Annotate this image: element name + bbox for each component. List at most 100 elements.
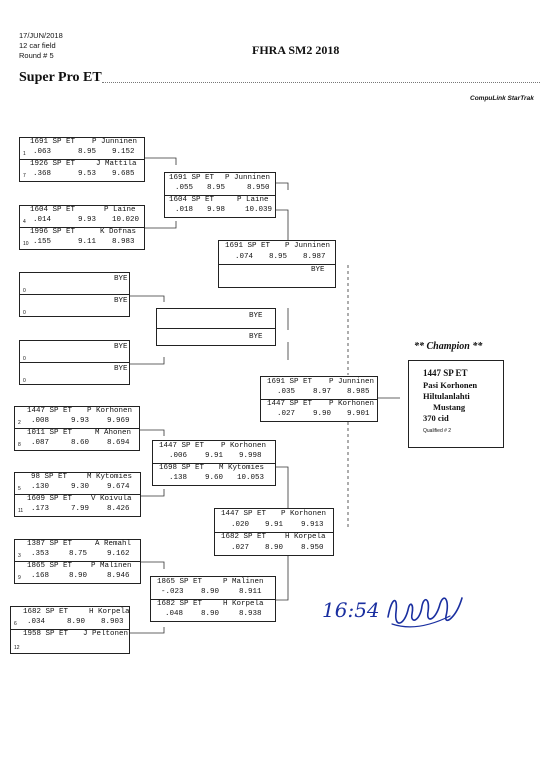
elapsed-time: 8.75 — [69, 550, 88, 558]
elapsed-time: 9.11 — [78, 238, 97, 246]
reaction-time: .074 — [235, 253, 254, 261]
round3-match-2: 1447 SP ET P Korhonen .020 9.91 9.913 16… — [214, 508, 334, 556]
elapsed-time: 8.90 — [69, 572, 88, 580]
driver-name: H Korpela — [223, 600, 264, 608]
reaction-time: .006 — [169, 452, 188, 460]
champion-name: Pasi Korhonen — [423, 380, 478, 390]
reaction-time: .034 — [27, 618, 46, 626]
race-date: 17/JUN/2018 — [19, 31, 63, 40]
round1-match-2: 1604 SP ET P Laine 4 .014 9.93 10.020 19… — [19, 205, 145, 250]
lane-number: 0 — [23, 356, 26, 362]
lane-number: 12 — [14, 645, 20, 651]
lane-number: 2 — [18, 420, 21, 426]
speed: 8.911 — [239, 588, 262, 596]
driver-name: M Ahonen — [95, 429, 132, 437]
speed: 8.946 — [107, 572, 130, 580]
dial-in: 1387 SP ET — [27, 540, 73, 548]
speed: 8.950 — [301, 544, 324, 552]
reaction-time: .020 — [231, 521, 250, 529]
dial-in: 1698 SP ET — [159, 464, 205, 472]
champion-hometown: Hiltulanlahti — [423, 391, 470, 401]
speed: 10.039 — [245, 206, 273, 214]
reaction-time: .014 — [33, 216, 52, 224]
driver-name: M Kytomies — [87, 473, 133, 481]
elapsed-time: 9.53 — [78, 170, 97, 178]
dial-in: 98 SP ET — [31, 473, 68, 481]
reaction-time: -.023 — [161, 588, 184, 596]
round1-match-6: 98 SP ET M Kytomies 5 .130 9.30 9.674 16… — [14, 472, 141, 517]
elapsed-time: 9.93 — [78, 216, 97, 224]
champion-card: 1447 SP ET Pasi Korhonen Hiltulanlahti M… — [408, 360, 504, 448]
elapsed-time: 9.90 — [313, 410, 332, 418]
reaction-time: .035 — [277, 388, 296, 396]
lane-number: 7 — [23, 173, 26, 179]
driver-name: P Malinen — [91, 562, 132, 570]
reaction-time: .130 — [31, 483, 50, 491]
elapsed-time: 8.95 — [207, 184, 226, 192]
elapsed-time: 9.93 — [71, 417, 90, 425]
reaction-time: .048 — [165, 610, 184, 618]
speed: 8.983 — [112, 238, 135, 246]
speed: 9.162 — [107, 550, 130, 558]
lane-number: 0 — [23, 310, 26, 316]
lane-number: 11 — [18, 508, 24, 514]
champion-car: Mustang — [433, 402, 466, 412]
speed: 9.901 — [347, 410, 370, 418]
dial-in: 1447 SP ET — [27, 407, 73, 415]
round2-match-1: 1691 SP ET P Junninen .055 8.95 8.950 16… — [164, 172, 276, 218]
reaction-time: .353 — [31, 550, 50, 558]
dial-in: 1691 SP ET — [30, 138, 76, 146]
dial-in: 1447 SP ET — [159, 442, 205, 450]
dial-in: 1682 SP ET — [221, 533, 267, 541]
reaction-time: .008 — [31, 417, 50, 425]
driver-name: P Korhonen — [329, 400, 375, 408]
speed: 8.938 — [239, 610, 262, 618]
speed: 9.152 — [112, 148, 135, 156]
driver-name: H Korpela — [285, 533, 326, 541]
elapsed-time: 7.99 — [71, 505, 90, 513]
reaction-time: .055 — [175, 184, 194, 192]
elapsed-time: 9.60 — [205, 474, 224, 482]
reaction-time: .027 — [231, 544, 250, 552]
final-match: 1691 SP ET P Junninen .035 8.97 8.985 14… — [260, 376, 378, 422]
dial-in: 1604 SP ET — [30, 206, 76, 214]
lane-number: 3 — [18, 553, 21, 559]
round1-match-3: BYE 0 BYE 0 — [19, 272, 130, 317]
driver-name: P Malinen — [223, 578, 264, 586]
dial-in: 1682 SP ET — [157, 600, 203, 608]
elapsed-time: 8.95 — [78, 148, 97, 156]
reaction-time: .173 — [31, 505, 50, 513]
bye-label: BYE — [249, 312, 263, 320]
reaction-time: .027 — [277, 410, 296, 418]
dial-in: 1691 SP ET — [169, 174, 215, 182]
reaction-time: .168 — [31, 572, 50, 580]
event-title: FHRA SM2 2018 — [252, 43, 340, 57]
champion-dial: 1447 SP ET — [423, 368, 468, 378]
bye-label: BYE — [114, 343, 128, 351]
reaction-time: .063 — [33, 148, 52, 156]
champion-label: ** Champion ** — [414, 341, 483, 352]
dial-in: 1447 SP ET — [267, 400, 313, 408]
speed: 8.950 — [247, 184, 270, 192]
bye-label: BYE — [249, 333, 263, 341]
lane-number: 9 — [18, 575, 21, 581]
driver-name: J Peltonen — [83, 630, 129, 638]
dial-in: 1865 SP ET — [27, 562, 73, 570]
elapsed-time: 9.91 — [265, 521, 284, 529]
title-rule — [102, 82, 540, 83]
driver-name: H Korpela — [89, 608, 130, 616]
round1-match-8: 1682 SP ET H Korpela 6 .034 8.90 8.903 1… — [10, 606, 130, 654]
bye-label: BYE — [114, 365, 128, 373]
reaction-time: .087 — [31, 439, 50, 447]
dial-in: 1865 SP ET — [157, 578, 203, 586]
driver-name: P Junninen — [329, 378, 375, 386]
driver-name: P Junninen — [225, 174, 271, 182]
dial-in: 1691 SP ET — [267, 378, 313, 386]
elapsed-time: 9.30 — [71, 483, 90, 491]
driver-name: J Mattila — [96, 160, 137, 168]
lane-number: 8 — [18, 442, 21, 448]
speed: 9.913 — [301, 521, 324, 529]
round1-match-4: BYE 0 BYE 0 — [19, 340, 130, 385]
